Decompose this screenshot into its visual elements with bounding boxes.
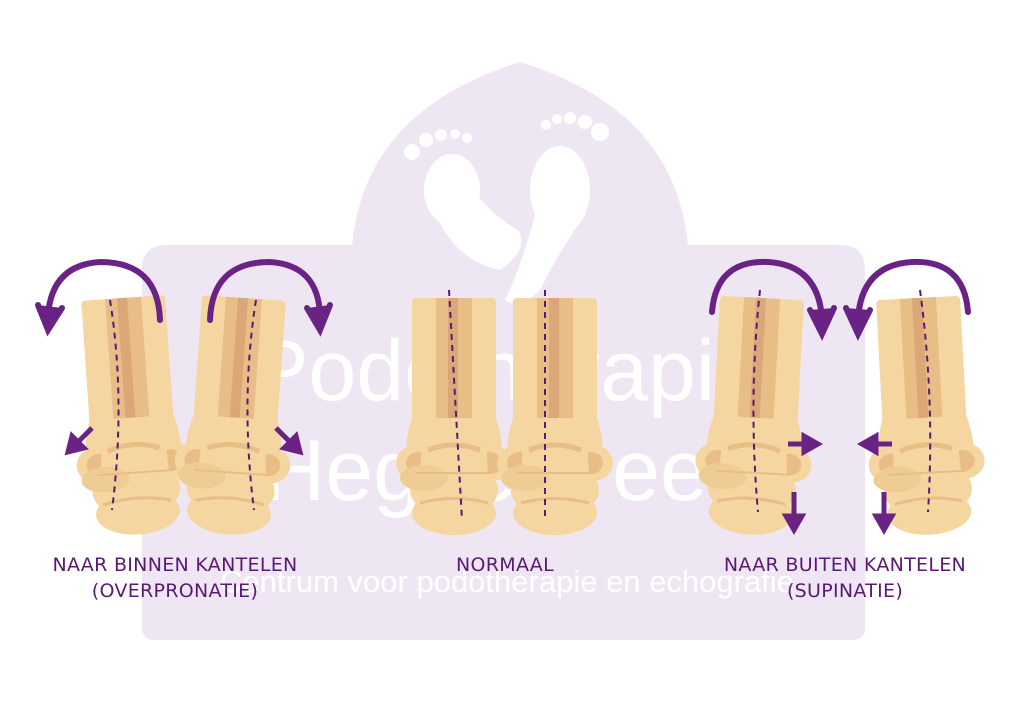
caption-overpronation-line1: NAAR BINNEN KANTELEN	[52, 554, 298, 576]
curved-arrow-icon	[35, 258, 333, 337]
straight-arrow-icon	[781, 431, 897, 536]
caption-supination-line2: (SUPINATIE)	[786, 580, 904, 602]
foot-overpronation-left	[65, 294, 197, 539]
axis-line	[752, 289, 761, 513]
caption-normal-line1: NORMAAL	[456, 554, 554, 576]
axis-line	[109, 299, 120, 511]
caption-overpronation: NAAR BINNEN KANTELEN (OVERPRONATIE)	[10, 552, 340, 604]
axis-line	[246, 299, 257, 511]
watermark-line1: Podotherapie	[251, 323, 763, 419]
foot-normal-right	[497, 290, 613, 535]
axis-line	[919, 289, 932, 513]
foot-normal-left	[396, 289, 512, 535]
footprints-icon	[404, 112, 609, 304]
caption-normal: NORMAAL	[395, 552, 615, 578]
watermark: Podotherapie Heggestreek Centrum voor po…	[142, 62, 865, 640]
axis-line	[448, 289, 463, 521]
foot-overpronation-right	[170, 294, 302, 539]
foot-supination-right	[860, 289, 988, 538]
foot-supination-left	[692, 289, 820, 538]
straight-arrow-icon	[64, 426, 304, 456]
curved-arrow-icon	[709, 258, 971, 341]
caption-overpronation-line2: (OVERPRONATIE)	[91, 580, 259, 602]
watermark-line3: Centrum voor podotherapie en echografie	[220, 564, 794, 599]
caption-supination-line1: NAAR BUITEN KANTELEN	[723, 554, 967, 576]
caption-supination: NAAR BUITEN KANTELEN (SUPINATIE)	[690, 552, 1000, 604]
